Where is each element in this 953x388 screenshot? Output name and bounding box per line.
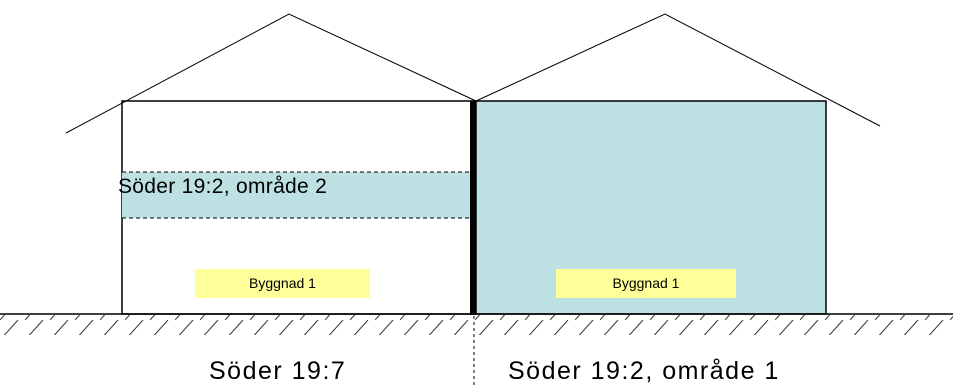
- parcel-label-left: Söder 19:7: [209, 357, 347, 385]
- building-tag-right: Byggnad 1: [556, 269, 736, 298]
- area-2-label: Söder 19:2, område 2: [118, 175, 328, 198]
- building-tag-left: Byggnad 1: [195, 269, 370, 298]
- right-roof: [475, 13, 881, 127]
- left-roof: [65, 13, 477, 134]
- ground-hatching: [0, 315, 953, 335]
- area-2-band: [122, 172, 473, 218]
- parcel-label-right: Söder 19:2, område 1: [508, 357, 780, 385]
- dividing-wall: [470, 101, 476, 315]
